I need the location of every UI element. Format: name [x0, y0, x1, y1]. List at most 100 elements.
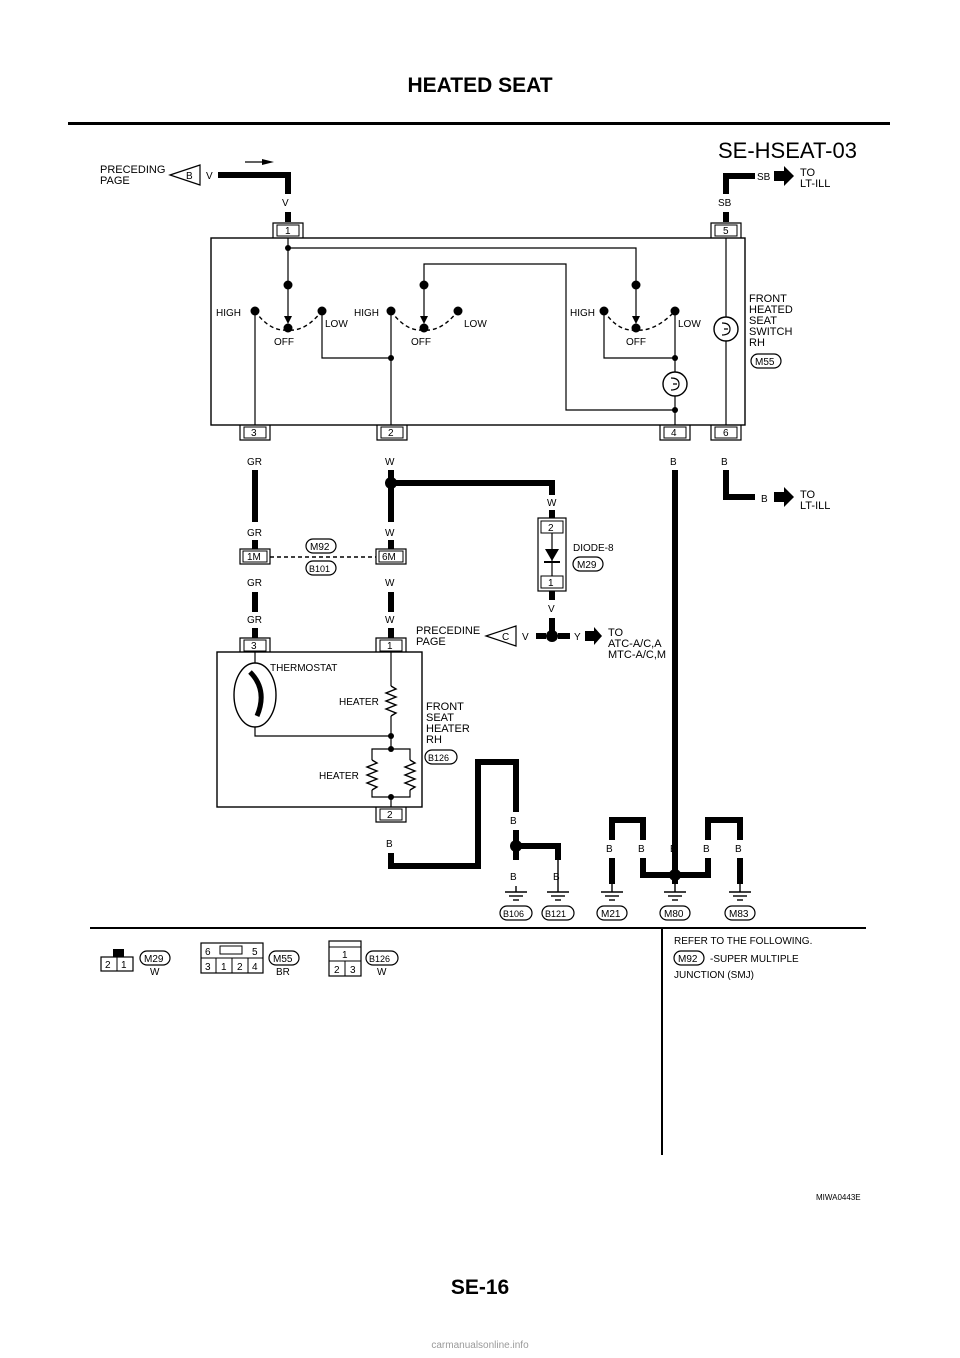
diode-pin-1-label: 1	[548, 578, 554, 589]
wire-v-label-diode: V	[548, 604, 555, 615]
m29-pin-1: 1	[121, 960, 127, 971]
heater-pin-tab-2	[375, 807, 407, 823]
ground-badge-b121	[541, 905, 575, 921]
legend-b126-id: B126	[369, 954, 390, 964]
legend-badge-m55	[268, 950, 300, 966]
ground-symbols	[505, 891, 751, 901]
b126-pin-1: 1	[342, 950, 348, 961]
junction-dot	[388, 746, 394, 752]
smj-pin-left-label: 1M	[247, 552, 261, 563]
figure-id: MIWA0443E	[816, 1193, 861, 1202]
smj-ref-id: M92	[678, 954, 698, 965]
ground-icon	[505, 891, 527, 901]
diode-name-label: DIODE-8	[573, 543, 614, 554]
junction-dot	[285, 245, 291, 251]
legend-m29-color: W	[150, 967, 160, 978]
wire-gr-label-2: GR	[247, 528, 262, 539]
wire-b-label-8: B	[606, 844, 613, 855]
legend-badge-b126	[365, 950, 399, 966]
switch-box	[210, 237, 746, 426]
int-wire-high3	[603, 311, 675, 359]
m29-key	[113, 949, 124, 957]
ground-badge-m80	[659, 905, 691, 921]
legend-badge-m29	[139, 950, 171, 966]
ground-icon	[664, 891, 686, 901]
wire-b-label-9: B	[638, 844, 645, 855]
connector-badge-m29	[572, 556, 604, 572]
heater-pin-label-3: 3	[251, 641, 257, 652]
pin-label-2: 2	[388, 428, 394, 439]
switch-arc	[390, 310, 459, 331]
heater-pin-tab-3	[239, 637, 271, 652]
thermostat-label: THERMOSTAT	[270, 663, 337, 674]
low-label-1: LOW	[325, 319, 348, 330]
ground-label-m83: M83	[729, 909, 749, 920]
wire-b-m83-loop	[705, 817, 743, 840]
ground-label-m80: M80	[664, 909, 684, 920]
off-contact	[419, 323, 429, 333]
switch-arc	[254, 310, 323, 331]
int-wire-mid	[423, 263, 675, 411]
pin-label-3: 3	[251, 428, 257, 439]
int-wire-low1	[321, 311, 391, 359]
m55-pin-4: 4	[252, 962, 258, 973]
connector-c-letter: C	[502, 632, 509, 643]
pin-box-5	[714, 224, 738, 237]
wire-b-m21-loop	[609, 817, 646, 840]
low-label-2: LOW	[464, 319, 487, 330]
connector-b-letter: B	[186, 171, 193, 182]
arrow-down-icon	[284, 316, 292, 324]
m55-pin-5: 5	[252, 947, 258, 958]
wire-sb-label-2: SB	[718, 198, 732, 209]
ground-badge-b106	[499, 905, 533, 921]
wire-w-label-4: W	[385, 615, 395, 626]
arrow-right-icon	[774, 166, 794, 186]
ground-badge-m83	[724, 905, 756, 921]
arrow-down-icon	[632, 316, 640, 324]
wire-v-label-1: V	[206, 171, 213, 182]
wire-b-heater	[388, 759, 519, 869]
pin-tab-2	[376, 425, 408, 441]
connector-badge-b101	[305, 560, 337, 576]
legend-m29-id: M29	[144, 954, 164, 965]
off-contact	[631, 323, 641, 333]
refer-note: REFER TO THE FOLLOWING.	[674, 936, 812, 947]
m55-pin-2: 2	[237, 962, 243, 973]
wire-b-label-3: B	[761, 494, 768, 505]
smj-ref-text2: JUNCTION (SMJ)	[674, 970, 754, 981]
wire-w-label-3: W	[385, 578, 395, 589]
lamp-filament	[721, 322, 731, 336]
connector-badge-b126	[424, 749, 458, 765]
connector-b-flag	[168, 164, 201, 186]
heater-box	[216, 651, 423, 808]
wire-v-label-c: V	[522, 632, 529, 643]
pin-box-2	[380, 426, 404, 439]
wire-b-label-6: B	[510, 872, 517, 883]
pin-box-4	[663, 426, 687, 439]
wire-b-label-4: B	[386, 839, 393, 850]
diode-pin-2-label: 2	[548, 523, 554, 534]
wire-b-label-5: B	[510, 816, 517, 827]
therm-wire-bot	[254, 727, 391, 737]
heater-element-2b	[403, 759, 417, 791]
legend-m55-id: M55	[273, 954, 293, 965]
wire-v-label-2: V	[282, 198, 289, 209]
wire-w-label-1: W	[385, 457, 395, 468]
junction-dot	[672, 355, 678, 361]
off-label-1: OFF	[274, 337, 294, 348]
pin-tab-6	[710, 425, 742, 441]
wire-gr-label-4: GR	[247, 615, 262, 626]
junction-dot	[672, 407, 678, 413]
pin-tab-1	[272, 222, 304, 238]
heater-pin-box-2	[379, 808, 403, 821]
pin-tab-3	[239, 425, 271, 441]
wire-b-label-11: B	[703, 844, 710, 855]
smj-top-label: M92	[310, 542, 330, 553]
heater-conn-label: B126	[428, 753, 449, 763]
